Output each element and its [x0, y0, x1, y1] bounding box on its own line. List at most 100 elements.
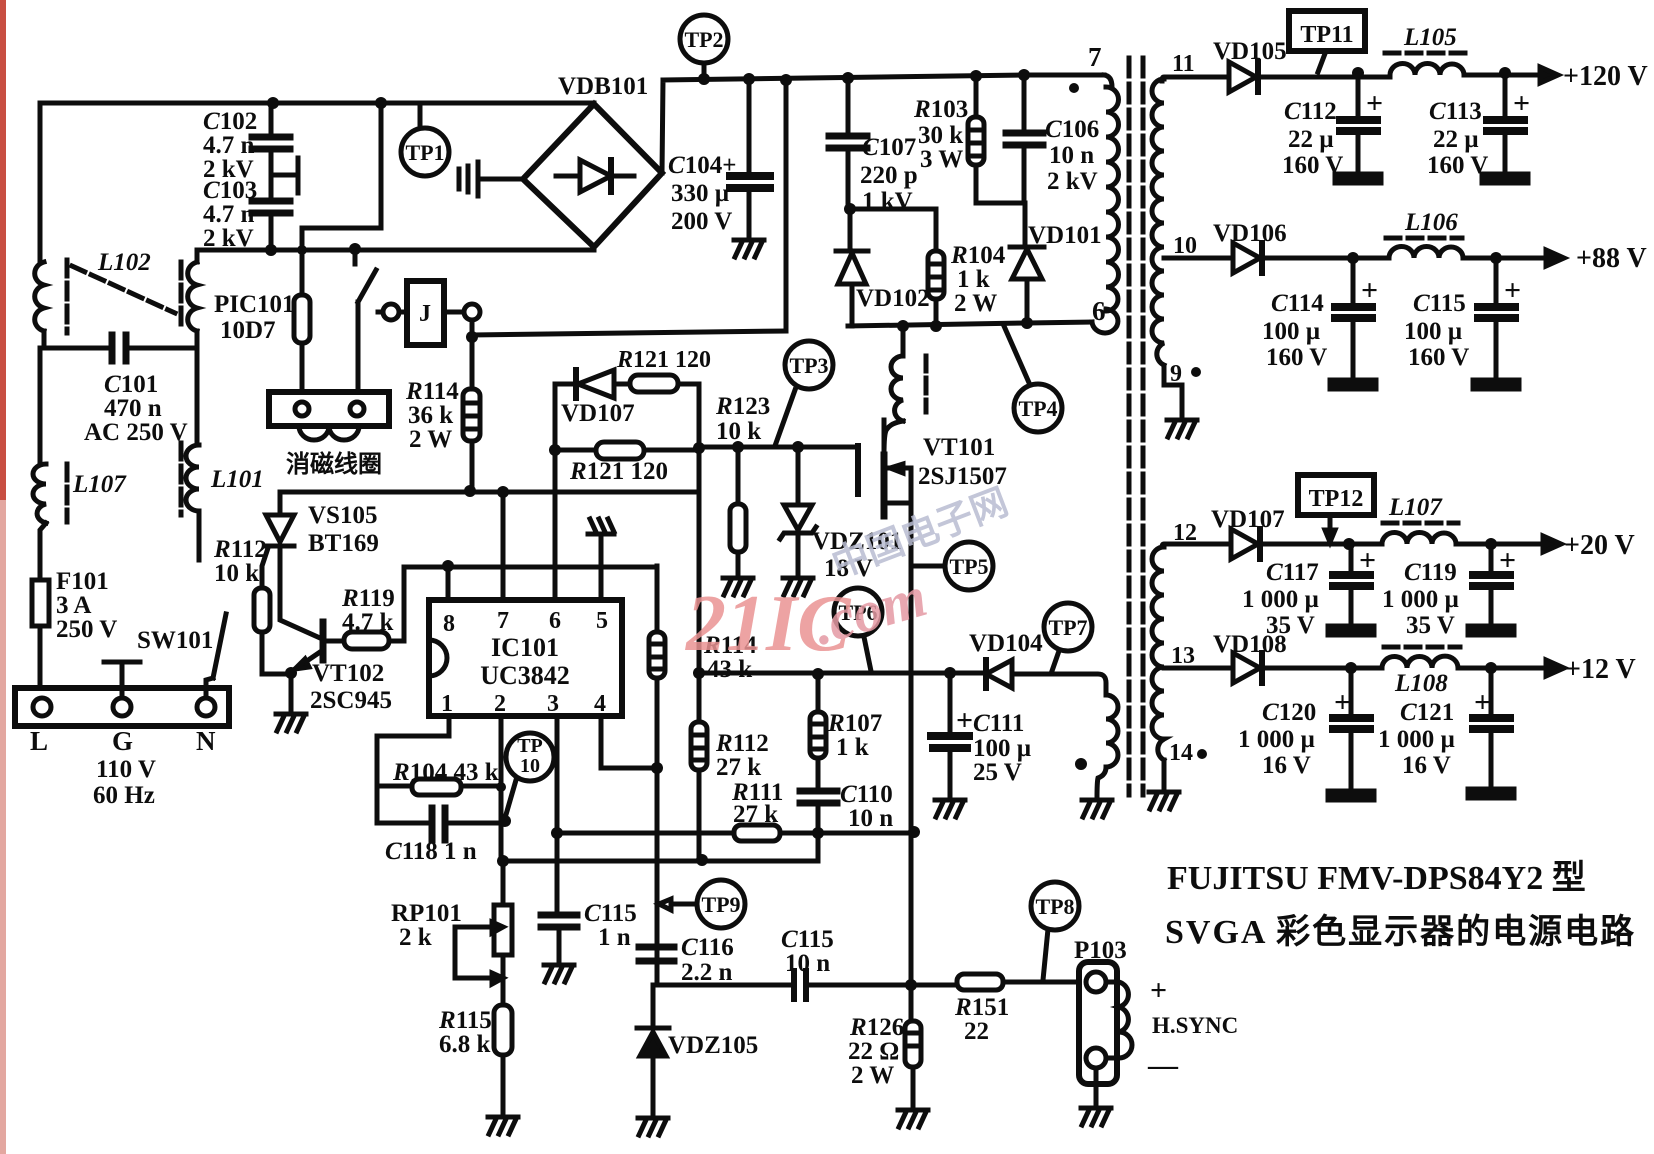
- svg-text:3: 3: [547, 691, 559, 717]
- svg-text:2 kV: 2 kV: [203, 156, 254, 183]
- svg-text:RP101: RP101: [391, 900, 462, 927]
- svg-text:BT169: BT169: [308, 530, 379, 557]
- svg-text:VD101: VD101: [1028, 222, 1102, 249]
- svg-text:30 k: 30 k: [918, 122, 963, 149]
- svg-text:3 A: 3 A: [56, 592, 91, 619]
- svg-text:C101: C101: [104, 371, 158, 398]
- svg-text:1: 1: [441, 691, 453, 717]
- svg-text:43 k: 43 k: [707, 656, 752, 683]
- svg-text:L102: L102: [97, 249, 151, 276]
- svg-text:R111: R111: [731, 779, 783, 806]
- svg-text:330 µ: 330 µ: [671, 180, 729, 207]
- svg-text:C115: C115: [584, 900, 637, 927]
- svg-text:L: L: [30, 726, 48, 756]
- svg-text:VDB101: VDB101: [558, 73, 648, 100]
- svg-text:VD108: VD108: [1213, 631, 1287, 658]
- svg-text:2 kV: 2 kV: [203, 225, 254, 252]
- svg-text:AC 250 V: AC 250 V: [84, 419, 188, 446]
- svg-text:200 V: 200 V: [671, 208, 732, 235]
- svg-text:C110: C110: [840, 781, 893, 808]
- svg-text:C106: C106: [1045, 116, 1099, 143]
- svg-text:2 kV: 2 kV: [1047, 168, 1098, 195]
- svg-text:VDZ101: VDZ101: [812, 528, 902, 555]
- svg-text:L108: L108: [1394, 670, 1448, 697]
- svg-text:10 k: 10 k: [214, 560, 259, 587]
- svg-text:消磁线圈: 消磁线圈: [286, 450, 382, 478]
- svg-text:160 V: 160 V: [1408, 344, 1469, 371]
- svg-text:C114: C114: [1271, 290, 1324, 317]
- svg-text:10 k: 10 k: [716, 418, 761, 445]
- svg-text:5: 5: [596, 608, 608, 634]
- svg-text:6.8 k: 6.8 k: [439, 1031, 491, 1058]
- svg-text:PIC101: PIC101: [214, 291, 295, 318]
- svg-text:C115: C115: [781, 926, 834, 953]
- svg-text:13: 13: [1171, 643, 1195, 669]
- svg-text:1 n: 1 n: [598, 924, 631, 951]
- svg-text:TP6: TP6: [838, 600, 877, 625]
- svg-text:TP1: TP1: [405, 140, 444, 165]
- svg-text:L107: L107: [72, 471, 127, 498]
- svg-text:470 n: 470 n: [104, 395, 162, 422]
- svg-text:H.SYNC: H.SYNC: [1152, 1013, 1238, 1038]
- svg-text:L101: L101: [210, 466, 264, 493]
- svg-text:+: +: [1361, 274, 1378, 307]
- svg-text:SW101: SW101: [137, 627, 213, 654]
- svg-text:TP9: TP9: [701, 892, 740, 917]
- svg-text:2SJ1507: 2SJ1507: [918, 463, 1007, 490]
- svg-text:R121 120: R121 120: [616, 347, 711, 373]
- svg-text:11: 11: [1172, 51, 1195, 77]
- svg-text:R115: R115: [438, 1007, 492, 1034]
- svg-text:VDZ105: VDZ105: [668, 1032, 758, 1059]
- svg-text:27 k: 27 k: [716, 754, 761, 781]
- svg-text:14: 14: [1169, 740, 1193, 766]
- svg-text:+88 V: +88 V: [1576, 243, 1647, 274]
- svg-text:2: 2: [494, 691, 506, 717]
- svg-text:VD107: VD107: [1211, 506, 1285, 533]
- svg-text:+: +: [1499, 544, 1516, 577]
- svg-text:UC3842: UC3842: [480, 661, 570, 690]
- svg-text:VS105: VS105: [308, 502, 377, 529]
- svg-text:VD104: VD104: [969, 630, 1043, 657]
- svg-text:10: 10: [520, 755, 540, 777]
- svg-text:35 V: 35 V: [1266, 612, 1315, 639]
- svg-text:2 W: 2 W: [954, 290, 997, 317]
- svg-text:L105: L105: [1403, 24, 1457, 51]
- svg-text:6: 6: [1092, 296, 1106, 326]
- svg-text:C121: C121: [1400, 699, 1454, 726]
- svg-text:C112: C112: [1284, 98, 1337, 125]
- svg-text:VD102: VD102: [856, 285, 930, 312]
- svg-text:1 k: 1 k: [957, 266, 990, 293]
- svg-text:16 V: 16 V: [1402, 752, 1451, 779]
- svg-text:R119: R119: [341, 585, 395, 612]
- svg-text:4.7 n: 4.7 n: [203, 132, 255, 159]
- svg-text:TP4: TP4: [1018, 396, 1057, 421]
- svg-text:R123: R123: [715, 393, 770, 420]
- svg-text:10: 10: [1173, 233, 1197, 259]
- svg-text:G: G: [112, 726, 133, 756]
- svg-text:+20 V: +20 V: [1564, 530, 1635, 561]
- svg-text:TP5: TP5: [949, 554, 988, 579]
- svg-text:R121 120: R121 120: [569, 458, 668, 485]
- svg-text:C119: C119: [1404, 559, 1457, 586]
- svg-text:C104+: C104+: [668, 152, 736, 179]
- svg-text:VD105: VD105: [1213, 38, 1287, 65]
- svg-text:60 Hz: 60 Hz: [93, 782, 155, 809]
- svg-text:2 W: 2 W: [851, 1062, 894, 1089]
- svg-text:2SC945: 2SC945: [310, 687, 392, 714]
- svg-text:25 V: 25 V: [973, 759, 1022, 786]
- svg-text:110 V: 110 V: [96, 756, 156, 783]
- svg-text:10 n: 10 n: [848, 805, 893, 832]
- svg-text:TP2: TP2: [684, 27, 723, 52]
- svg-text:C117: C117: [1266, 559, 1319, 586]
- svg-text:+: +: [1366, 87, 1383, 120]
- svg-text:R114: R114: [703, 632, 757, 659]
- svg-text:R104: R104: [950, 242, 1006, 269]
- svg-text:P103: P103: [1074, 937, 1127, 964]
- svg-text:160 V: 160 V: [1266, 344, 1327, 371]
- svg-text:35 V: 35 V: [1406, 612, 1455, 639]
- svg-text:2.2 n: 2.2 n: [681, 959, 733, 986]
- svg-text:+120 V: +120 V: [1563, 61, 1648, 92]
- svg-text:100 µ: 100 µ: [1262, 318, 1320, 345]
- svg-text:1 k: 1 k: [836, 734, 869, 761]
- svg-text:C103: C103: [203, 177, 257, 204]
